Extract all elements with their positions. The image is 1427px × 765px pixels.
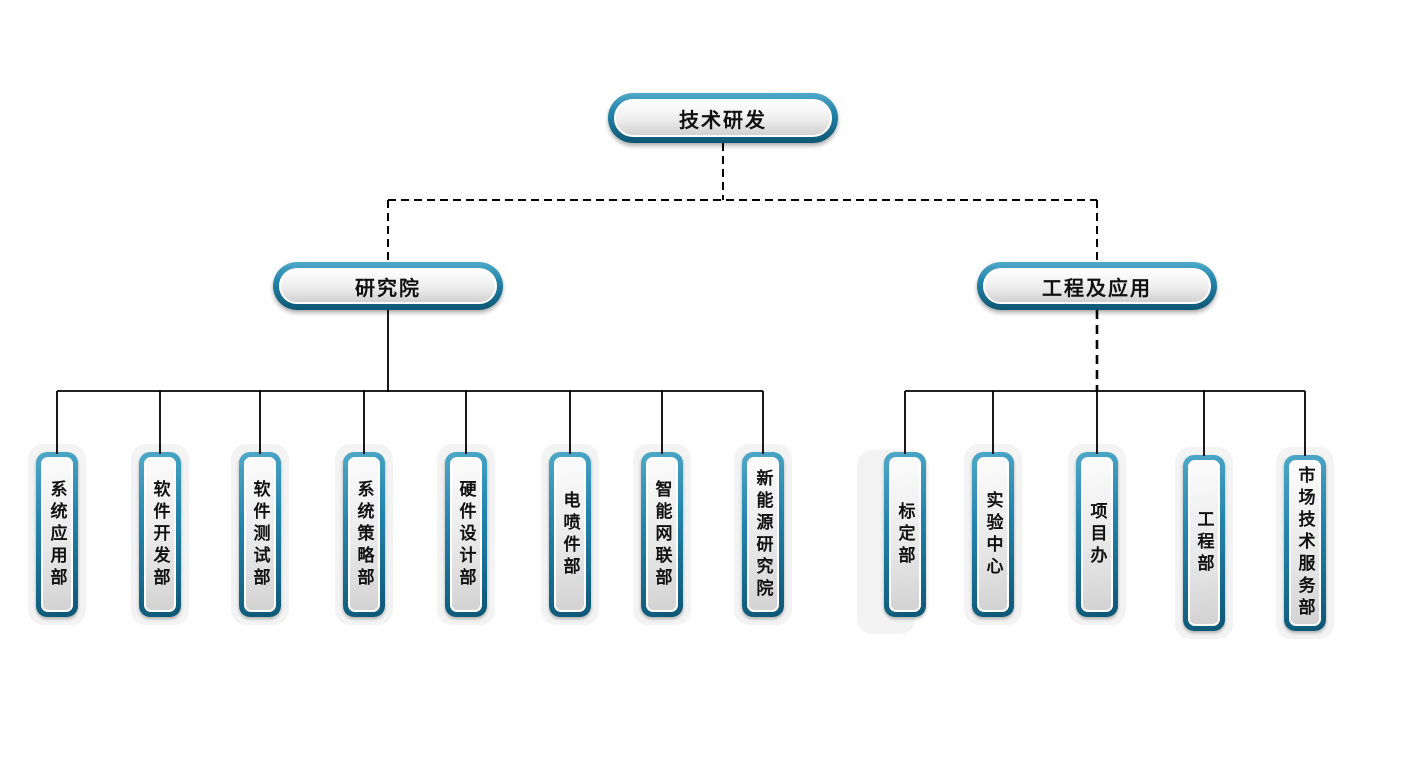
- org-leaf-label: 软件测试部: [244, 457, 276, 612]
- org-leaf-market-technical-service-dept: 市场技术服务部: [1276, 447, 1334, 639]
- org-node-research-institute: 研究院: [273, 262, 503, 310]
- org-node-engineering-applications-face: 工程及应用: [983, 268, 1211, 304]
- org-node-research-institute-label: 研究院: [355, 275, 421, 300]
- solid-connectors: [56, 310, 1306, 456]
- org-leaf-box: 系统策略部: [343, 452, 385, 617]
- org-leaf-label: 硬件设计部: [450, 457, 482, 612]
- org-leaf-label: 系统策略部: [348, 457, 380, 612]
- org-leaf-box: 项目办: [1076, 452, 1118, 617]
- org-leaf-label: 标定部: [889, 457, 921, 612]
- org-leaf-engineering-dept: 工程部: [1175, 447, 1233, 639]
- org-leaf-box: 硬件设计部: [445, 452, 487, 617]
- org-leaf-box: 工程部: [1183, 455, 1225, 631]
- org-leaf-laboratory-center: 实验中心: [964, 444, 1022, 625]
- org-leaf-calibration-dept: 标定部: [857, 444, 934, 634]
- org-leaf-box: 标定部: [884, 452, 926, 617]
- org-leaf-software-testing-dept: 软件测试部: [231, 444, 289, 625]
- org-leaf-new-energy-research-institute: 新能源研究院: [734, 444, 792, 625]
- org-leaf-label: 工程部: [1188, 460, 1220, 626]
- org-leaf-efi-components-dept: 电喷件部: [541, 444, 599, 625]
- org-leaf-box: 市场技术服务部: [1284, 455, 1326, 631]
- org-node-root-label: 技术研发: [679, 107, 767, 132]
- org-leaf-intelligent-connectivity-dept: 智能网联部: [633, 444, 691, 625]
- org-leaf-box: 软件开发部: [139, 452, 181, 617]
- org-leaf-box: 软件测试部: [239, 452, 281, 617]
- org-leaf-software-development-dept: 软件开发部: [131, 444, 189, 625]
- org-leaf-systems-application-dept: 系统应用部: [28, 444, 86, 625]
- org-node-research-institute-face: 研究院: [279, 268, 497, 304]
- org-leaf-box: 新能源研究院: [742, 452, 784, 617]
- org-leaf-label: 系统应用部: [41, 457, 73, 612]
- org-leaf-box: 电喷件部: [549, 452, 591, 617]
- org-node-engineering-applications: 工程及应用: [977, 262, 1217, 310]
- org-node-engineering-applications-label: 工程及应用: [1042, 275, 1152, 300]
- org-leaf-label: 电喷件部: [554, 457, 586, 612]
- org-leaf-label: 项目办: [1081, 457, 1113, 612]
- org-leaf-systems-strategy-dept: 系统策略部: [335, 444, 393, 625]
- org-leaf-box: 智能网联部: [641, 452, 683, 617]
- org-leaf-box: 系统应用部: [36, 452, 78, 617]
- org-leaf-label: 实验中心: [977, 457, 1009, 612]
- org-leaf-label: 软件开发部: [144, 457, 176, 612]
- org-node-root: 技术研发: [608, 93, 838, 143]
- org-leaf-label: 市场技术服务部: [1289, 460, 1321, 626]
- org-leaf-project-office: 项目办: [1068, 444, 1126, 625]
- org-leaf-box: 实验中心: [972, 452, 1014, 617]
- org-leaf-label: 新能源研究院: [747, 457, 779, 612]
- org-node-root-face: 技术研发: [614, 99, 832, 137]
- org-leaf-label: 智能网联部: [646, 457, 678, 612]
- org-leaf-hardware-design-dept: 硬件设计部: [437, 444, 495, 625]
